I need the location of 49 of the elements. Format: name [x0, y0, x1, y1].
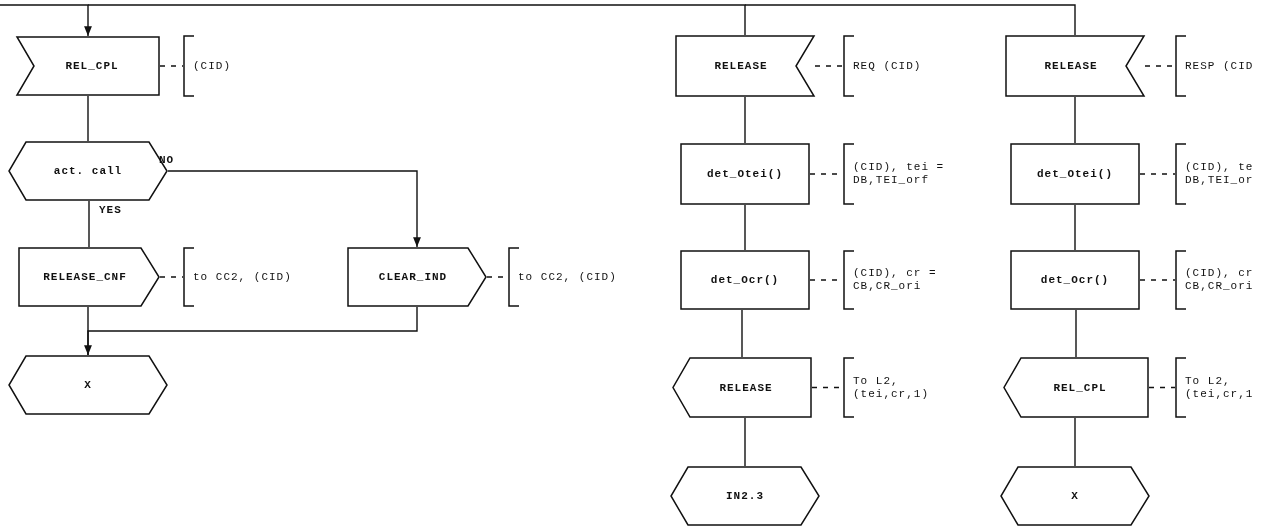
flow-line — [88, 200, 90, 248]
symbol-label: X — [84, 379, 92, 391]
symbol-label: det_Otei() — [707, 168, 783, 180]
flow-line — [0, 4, 92, 37]
symbol-label: RELEASE — [714, 60, 768, 72]
symbol-label: RELEASE_CNF — [43, 271, 127, 283]
flow-line — [87, 95, 89, 142]
edge-label: NO — [158, 154, 176, 166]
comment-text: To L2, (tei,cr,1 — [1185, 374, 1255, 401]
comment-text: (CID), te DB,TEI_or — [1185, 161, 1255, 187]
flow-line — [744, 417, 746, 467]
comment-line — [814, 65, 844, 67]
comment-line — [1139, 173, 1176, 175]
flow-line — [1075, 309, 1077, 358]
comment-line — [1148, 386, 1176, 389]
symbol-label: X — [1071, 490, 1079, 502]
comment-text: to CC2, (CID) — [193, 270, 292, 284]
edge-label: YES — [98, 204, 123, 216]
flow-line — [744, 204, 746, 251]
comment-text: To L2, (tei,cr,1) — [853, 374, 930, 401]
comment-line — [1139, 279, 1176, 281]
flow-line — [1074, 204, 1076, 251]
symbol-label: RELEASE — [1044, 60, 1098, 72]
flow-line — [744, 96, 746, 144]
comment-text: (CID), tei = DB,TEI_orf — [853, 161, 946, 187]
flow-line — [741, 309, 743, 358]
symbol-label: det_Otei() — [1037, 168, 1113, 180]
symbol-label: REL_CPL — [1053, 381, 1107, 394]
flow-line — [84, 306, 418, 356]
symbol-label: RELEASE — [719, 381, 773, 394]
symbol-label: REL_CPL — [65, 60, 119, 72]
flow-line — [167, 170, 421, 248]
comment-text: RESP (CID — [1185, 59, 1254, 73]
flow-line — [744, 4, 1076, 36]
comment-line — [159, 276, 184, 278]
symbol-label: det_Ocr() — [1040, 274, 1110, 286]
comment-line — [159, 65, 184, 67]
flow-line — [1074, 417, 1076, 467]
comment-text: (CID), cr CB,CR_ori — [1185, 267, 1255, 293]
comment-text: (CID) — [193, 59, 231, 73]
symbol-label: IN2.3 — [726, 490, 764, 502]
flow-line — [1074, 96, 1076, 144]
comment-text: (CID), cr = CB,CR_ori — [853, 267, 938, 293]
symbol-label: CLEAR_IND — [378, 271, 448, 283]
comment-text: REQ (CID) — [853, 59, 922, 73]
comment-text: to CC2, (CID) — [518, 270, 617, 284]
flow-line — [87, 4, 746, 36]
symbol-label: det_Ocr() — [710, 274, 780, 286]
symbol-label: act. call — [53, 165, 123, 177]
